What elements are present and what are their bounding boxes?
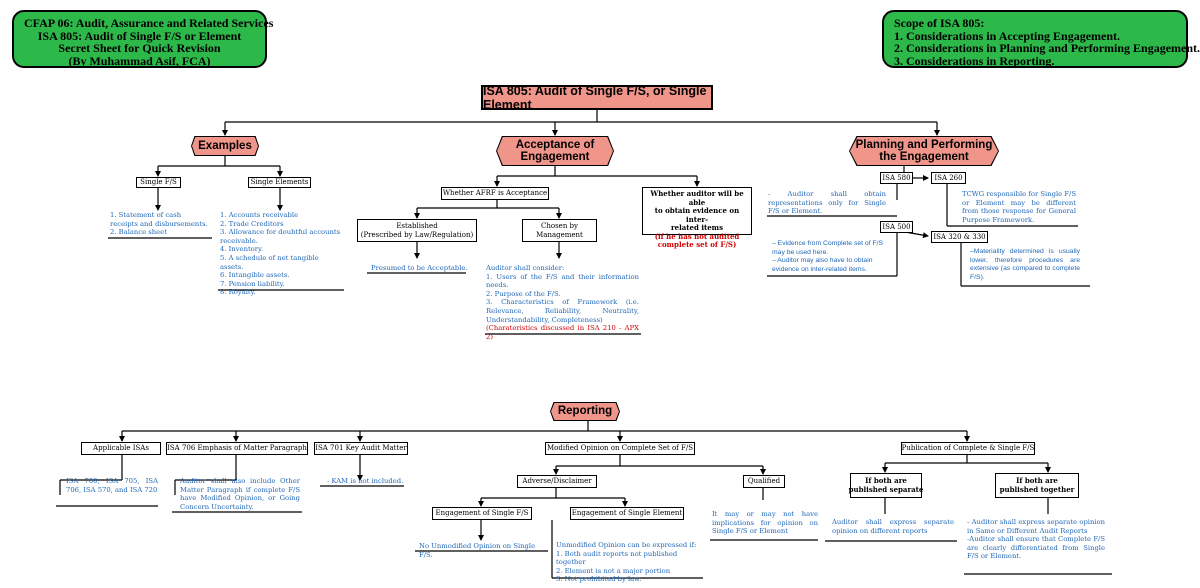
- examples-title: Examples: [192, 137, 258, 155]
- single-fs-node: Single F/S: [136, 177, 181, 188]
- scope-line: Scope of ISA 805:: [894, 16, 985, 30]
- reporting-title: Reporting: [551, 403, 619, 420]
- evidence-line: Whether auditor will be able: [650, 189, 744, 207]
- note-line: 3. Characteristics of Framework (i.e. Re…: [486, 298, 639, 324]
- planning-title-1: Planning and Performing: [855, 138, 993, 151]
- adverse-node: Adverse/Disclaimer: [517, 475, 597, 488]
- list-item: 2. Balance sheet: [110, 228, 167, 237]
- single-fs-list: 1. Statement of cash receipts and disbur…: [110, 211, 210, 237]
- acceptance-title-2: Engagement: [520, 151, 590, 163]
- isa260-note: TCWG responsible for Single F/S or Eleme…: [962, 190, 1076, 224]
- course-title-panel: CFAP 06: Audit, Assurance and Related Se…: [12, 10, 274, 68]
- chosen-label: Chosen by: [541, 222, 578, 230]
- isa701-node: ISA 701 Key Audit Matter: [314, 442, 408, 455]
- evidence-node: Whether auditor will be able to obtain e…: [642, 187, 752, 249]
- list-item: 1. Statement of cash receipts and disbur…: [110, 211, 208, 228]
- published-separate-line-2: published separate: [848, 484, 924, 494]
- scope-panel: Scope of ISA 805: 1. Considerations in A…: [882, 10, 1200, 68]
- chosen-sub: Management: [536, 230, 583, 239]
- isa706-node: ISA 706 Emphasis of Matter Paragraph: [166, 442, 308, 455]
- publication-node: Publication of Complete & Single F/S: [901, 442, 1035, 455]
- chosen-node: Chosen by Management: [522, 219, 597, 242]
- root-node: ISA 805: Audit of Single F/S, or Single …: [481, 84, 713, 112]
- list-item: 5. A schedule of net tangible assets.: [220, 253, 319, 271]
- isa701-note: - KAM is not included.: [327, 477, 404, 485]
- note-line: - Auditor shall express separate opinion…: [967, 518, 1105, 535]
- isa500-node: ISA 500: [880, 221, 913, 233]
- qualified-note: It may or may not have implications for …: [712, 510, 818, 536]
- note-line: Auditor shall consider:: [486, 264, 565, 272]
- list-item: 3. Allowance for doubtful accounts recei…: [220, 228, 341, 245]
- note-line: 2. Element is not a major portion: [556, 566, 671, 575]
- scope-line: 3. Considerations in Reporting.: [894, 53, 1055, 68]
- note-line: 3. Not prohibited by law.: [556, 575, 642, 584]
- eng-single-fs-node: Engagement of Single F/S: [432, 507, 532, 520]
- course-title-line: (By Muhammad Asif, FCA): [68, 53, 211, 68]
- isa320-note: –Materiality determined is usually lower…: [970, 248, 1080, 281]
- eng-single-element-notes: Unmodified Opinion can be expressed if: …: [556, 541, 706, 584]
- note-line: Unmodified Opinion can be expressed if:: [556, 541, 697, 549]
- course-title-line: ISA 805: Audit of Single F/S or Element: [37, 28, 242, 43]
- published-together-line-2: published together: [999, 484, 1075, 494]
- list-item: 8. Royalty.: [220, 288, 256, 297]
- examples-node: Examples: [191, 136, 259, 156]
- established-note: Presumed to be Acceptable.: [371, 264, 468, 272]
- afrf-node: Whether AFRF is Acceptance: [441, 187, 549, 200]
- isa706-note: Auditor shall also include Other Matter …: [180, 477, 300, 511]
- list-item: 4. Inventory.: [220, 245, 264, 254]
- list-item: 1. Accounts receivable: [220, 211, 299, 219]
- list-item: 2. Trade Creditors: [220, 219, 284, 228]
- qualified-node: Qualified: [743, 475, 785, 488]
- reporting-node: Reporting: [550, 402, 620, 421]
- established-node: Established (Prescribed by Law/Regulatio…: [357, 219, 477, 242]
- isa320-node: ISA 320 & 330: [931, 231, 988, 243]
- list-item: 7. Pension liability.: [220, 279, 285, 288]
- note-line: 2. Purpose of the F/S.: [486, 289, 561, 298]
- published-together-line-1: If both are: [1016, 476, 1058, 485]
- applicable-isas-node: Applicable ISAs: [81, 442, 161, 455]
- modified-opinion-node: Modified Opinion on Complete Set of F/S: [545, 442, 695, 455]
- single-elements-list: 1. Accounts receivable 2. Trade Creditor…: [220, 211, 342, 297]
- scope-line: 1. Considerations in Accepting Engagemen…: [894, 28, 1121, 43]
- published-separate-note: Auditor shall express separate opinion o…: [832, 518, 954, 535]
- eng-single-fs-note: No Unmodified Opinion on Single F/S.: [419, 542, 536, 559]
- evidence-line: related items: [670, 223, 724, 232]
- course-title-line: CFAP 06: Audit, Assurance and Related Se…: [24, 16, 274, 30]
- note-line: – Evidence from Complete set of F/S may …: [772, 240, 884, 256]
- single-elements-node: Single Elements: [248, 177, 311, 188]
- scope-line: 2. Considerations in Planning and Perfor…: [894, 41, 1200, 55]
- evidence-line: to obtain evidence on inter-: [654, 206, 740, 224]
- chosen-notes: Auditor shall consider: 1. Users of the …: [486, 264, 639, 341]
- isa260-node: ISA 260: [931, 172, 966, 184]
- acceptance-title-1: Acceptance of: [515, 138, 595, 151]
- note-line-red: (Charateristics discussed in ISA 210 - A…: [486, 324, 639, 341]
- note-line: 1. Users of the F/S and their informatio…: [486, 272, 639, 290]
- isa580-note: - Auditor shall obtain representations o…: [768, 190, 886, 216]
- established-label: Established: [396, 222, 438, 230]
- note-line: – Auditor may also have to obtain eviden…: [772, 257, 873, 273]
- planning-title-2: the Engagement: [879, 151, 969, 163]
- note-line: 1. Both audit reports not published toge…: [556, 549, 678, 567]
- list-item: 6. Intangible assets.: [220, 271, 290, 280]
- evidence-red-line: (if he has not audited: [654, 231, 740, 241]
- evidence-red-line: complete set of F/S): [657, 240, 737, 249]
- isa580-node: ISA 580: [880, 172, 913, 184]
- established-sub: (Prescribed by Law/Regulation): [360, 230, 474, 239]
- applicable-note: ISA 700, ISA 705, ISA 706, ISA 570, and …: [66, 477, 158, 494]
- published-separate-line-1: If both are: [865, 476, 907, 485]
- isa500-notes: – Evidence from Complete set of F/S may …: [772, 240, 890, 274]
- published-together-notes: - Auditor shall express separate opinion…: [967, 518, 1105, 561]
- published-together-node: If both are published together: [995, 473, 1079, 498]
- course-title-line: Secret Sheet for Quick Revision: [58, 41, 221, 55]
- eng-single-element-node: Engagement of Single Element: [570, 507, 684, 520]
- published-separate-node: If both are published separate: [848, 473, 924, 498]
- note-line: -Auditor shall ensure that Complete F/S …: [967, 535, 1105, 561]
